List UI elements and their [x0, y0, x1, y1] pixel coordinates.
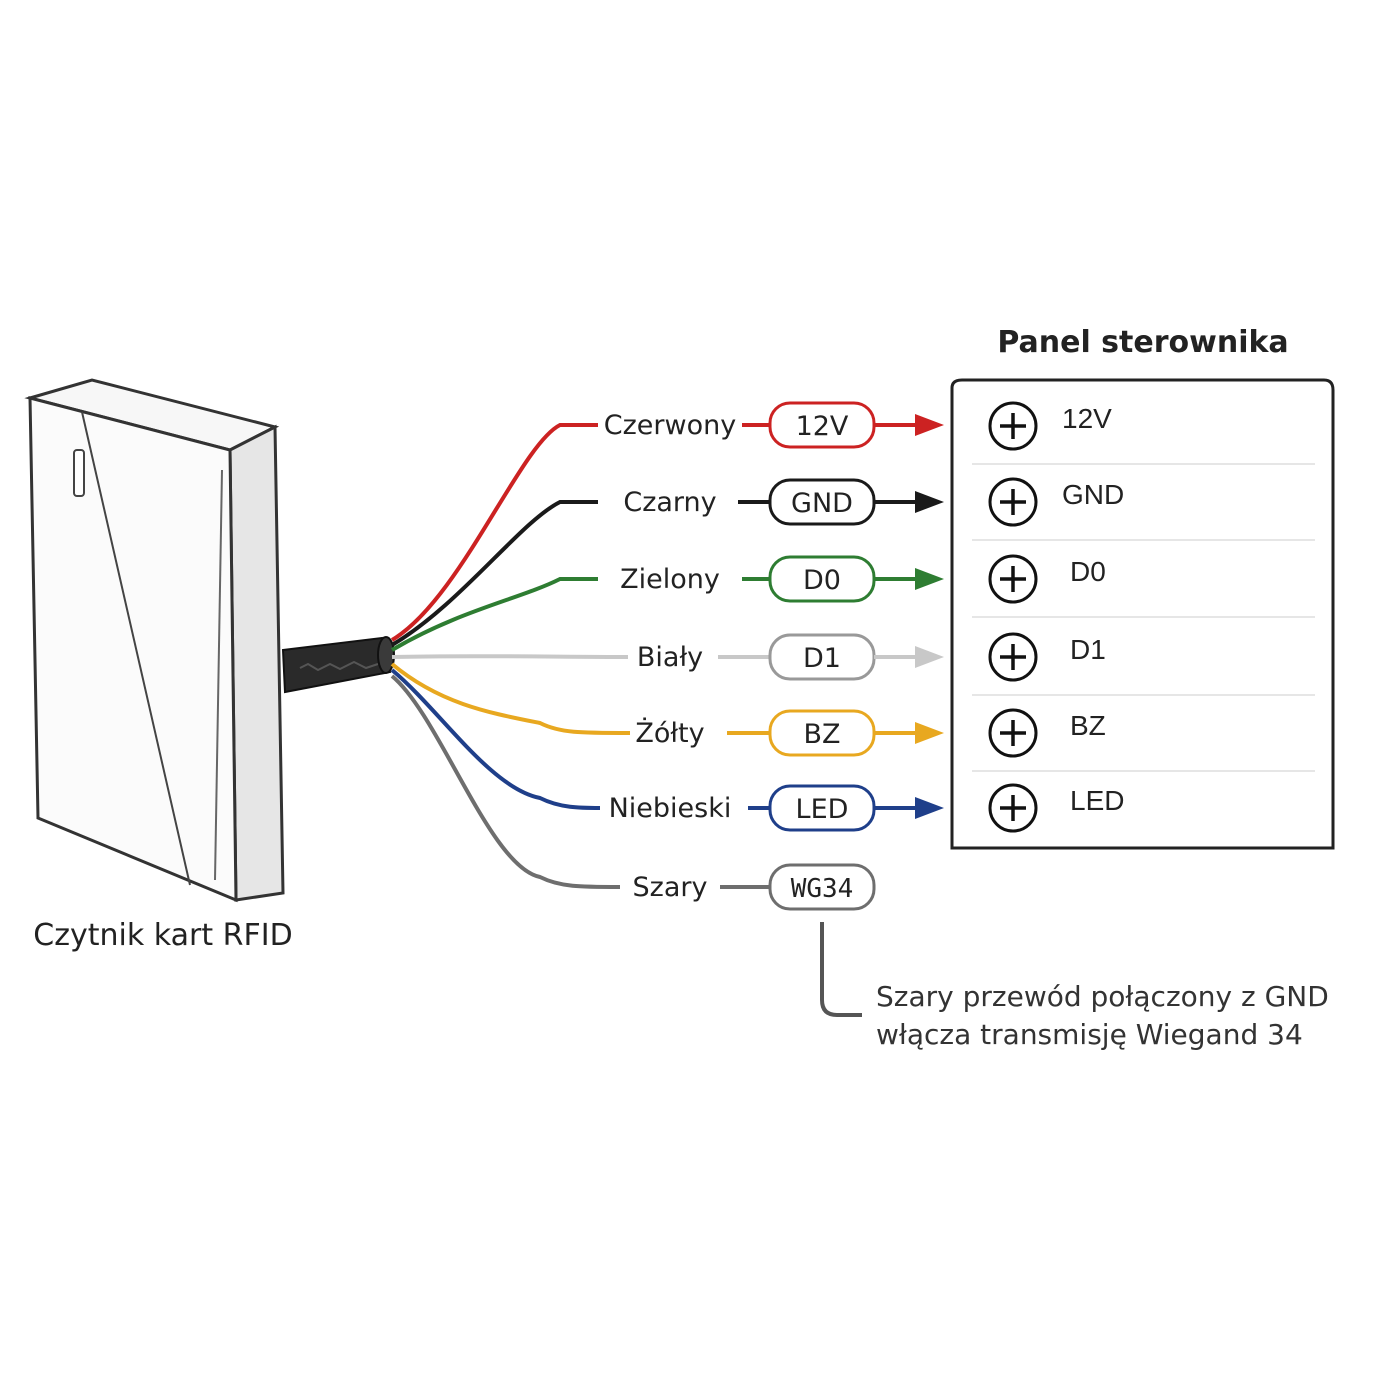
wire-szary-strand — [390, 674, 621, 889]
wire-label-szary: Szary — [633, 872, 708, 903]
wire-zielony-strand — [390, 577, 598, 652]
rfid-reader — [24, 378, 285, 903]
wire-niebieski: Niebieski LED — [390, 668, 944, 832]
panel-title: Panel sterownika — [997, 325, 1288, 360]
note-line-1: Szary przewód połączony z GND — [876, 980, 1329, 1013]
terminal-label-12v: 12V — [1062, 403, 1112, 434]
plus-circle-icon — [988, 632, 1038, 682]
pin-label-d1: D1 — [803, 643, 841, 674]
plus-circle-icon — [988, 554, 1038, 604]
controller-panel — [950, 378, 1335, 850]
wire-czarny-strand — [390, 500, 598, 647]
arrow-right-icon — [915, 722, 944, 744]
plus-circle-icon — [988, 708, 1038, 758]
terminal-12v: 12V — [988, 401, 1112, 451]
terminal-bz: BZ — [988, 708, 1106, 758]
arrow-right-icon — [915, 568, 944, 590]
terminal-label-led: LED — [1070, 785, 1124, 816]
terminal-led: LED — [988, 783, 1124, 833]
pin-label-wg34: WG34 — [791, 874, 854, 904]
pin-label-bz: BZ — [803, 719, 840, 750]
wire-biay: Biały D1 — [391, 633, 944, 681]
pin-label-d0: D0 — [803, 565, 841, 596]
plus-circle-icon — [988, 783, 1038, 833]
wire-label-zielony: Zielony — [620, 564, 720, 595]
pin-label-12v: 12V — [796, 411, 849, 442]
reader-caption: Czytnik kart RFID — [33, 918, 292, 953]
terminal-gnd: GND — [988, 477, 1124, 527]
wire-zoty: Żółty BZ — [390, 662, 944, 757]
wire-czerwony: Czerwony 12V — [390, 401, 944, 642]
wire-niebieski-strand — [390, 668, 601, 810]
pin-badge-wg34 — [768, 863, 876, 911]
wire-label-zoty: Żółty — [635, 717, 704, 749]
wire-biay-strand — [391, 654, 629, 659]
wire-label-biay: Biały — [637, 642, 703, 673]
wire-label-czarny: Czarny — [623, 487, 716, 518]
terminal-label-d1: D1 — [1070, 634, 1106, 665]
arrow-right-icon — [915, 797, 944, 819]
arrow-right-icon — [915, 414, 944, 436]
arrow-right-icon — [915, 646, 944, 668]
pin-label-led: LED — [796, 794, 849, 825]
reader-led-slot — [73, 449, 85, 497]
wire-zoty-strand — [390, 662, 631, 735]
terminal-label-bz: BZ — [1070, 710, 1106, 741]
note-connector — [820, 922, 862, 1017]
plus-circle-icon — [988, 401, 1038, 451]
wire-label-czerwony: Czerwony — [604, 410, 736, 441]
arrow-right-icon — [915, 491, 944, 513]
wire-czerwony-strand — [390, 423, 598, 642]
terminal-label-d0: D0 — [1070, 556, 1106, 587]
plus-circle-icon — [988, 477, 1038, 527]
note-line-2: włącza transmisję Wiegand 34 — [876, 1018, 1303, 1051]
pin-label-gnd: GND — [791, 488, 853, 519]
terminal-d1: D1 — [988, 632, 1106, 682]
terminal-d0: D0 — [988, 554, 1106, 604]
wire-czarny: Czarny GND — [390, 478, 944, 647]
wire-label-niebieski: Niebieski — [609, 793, 732, 824]
cable — [281, 636, 395, 694]
terminal-label-gnd: GND — [1062, 479, 1124, 510]
wire-szary: Szary WG34 — [390, 674, 876, 911]
wire-zielony: Zielony D0 — [390, 555, 944, 652]
